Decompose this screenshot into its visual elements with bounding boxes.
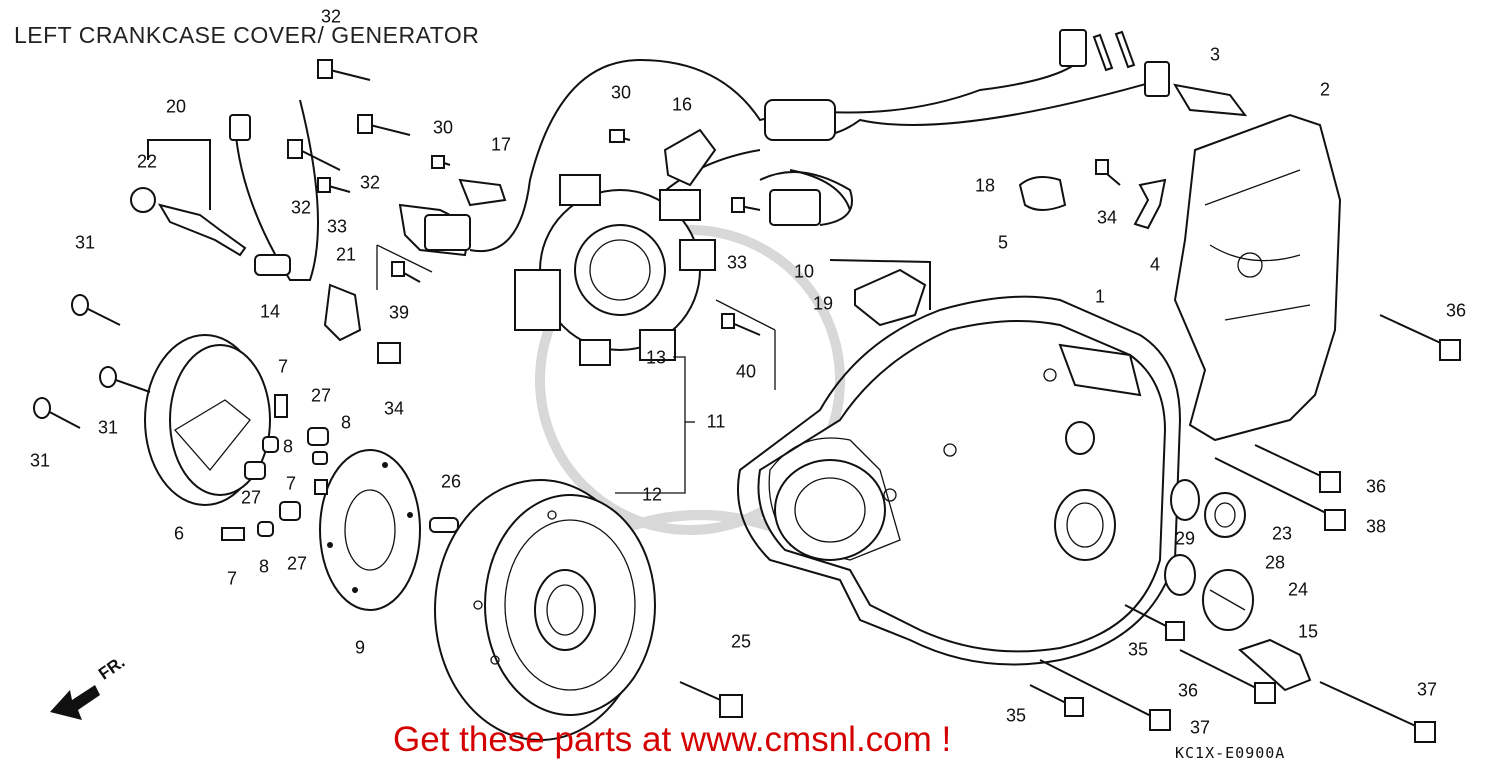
o-ring-part-28 — [1164, 554, 1196, 596]
callout-8c[interactable]: 8 — [258, 556, 270, 577]
diagram-code: KC1X-E0900A — [1175, 744, 1286, 762]
callout-10[interactable]: 10 — [793, 261, 815, 282]
crankcase-cover-part-1 — [757, 320, 1167, 653]
pulse-generator-part — [759, 171, 853, 226]
leader-10-19 — [829, 259, 931, 310]
part-3 — [1173, 83, 1248, 117]
grommet-part-18 — [1018, 175, 1067, 211]
callout-36a[interactable]: 36 — [1445, 300, 1467, 321]
callout-24[interactable]: 24 — [1287, 579, 1309, 600]
callout-39[interactable]: 39 — [388, 302, 410, 323]
callout-3[interactable]: 3 — [1209, 44, 1221, 65]
front-arrow-icon — [50, 685, 100, 720]
cap-part-23 — [1204, 492, 1246, 538]
starter-clutch-part — [144, 334, 271, 506]
leader-lines — [376, 244, 776, 494]
plate-part-21 — [323, 283, 362, 342]
callout-19[interactable]: 19 — [812, 293, 834, 314]
wire-harness — [469, 29, 1170, 253]
bolt-parts — [33, 59, 1461, 743]
callout-33a[interactable]: 33 — [326, 216, 348, 237]
callout-31c[interactable]: 31 — [29, 450, 51, 471]
clip-part-4 — [1133, 178, 1167, 230]
cap-parts — [1164, 479, 1254, 631]
callout-36c[interactable]: 36 — [1177, 680, 1199, 701]
callout-34b[interactable]: 34 — [1096, 207, 1118, 228]
callout-7c[interactable]: 7 — [226, 568, 238, 589]
callout-2[interactable]: 2 — [1319, 79, 1331, 100]
connector-part — [1059, 29, 1087, 67]
callout-21[interactable]: 21 — [335, 244, 357, 265]
callout-17[interactable]: 17 — [490, 134, 512, 155]
callout-14[interactable]: 14 — [259, 301, 281, 322]
callout-11[interactable]: 11 — [706, 411, 726, 432]
callout-16[interactable]: 16 — [671, 94, 693, 115]
callout-7a[interactable]: 7 — [277, 356, 289, 377]
callout-37a[interactable]: 37 — [1416, 679, 1438, 700]
dowel-pin-part — [429, 517, 459, 533]
callout-34a[interactable]: 34 — [383, 398, 405, 419]
callout-18[interactable]: 18 — [974, 175, 996, 196]
callout-4[interactable]: 4 — [1149, 254, 1161, 275]
plate-part-9 — [319, 449, 421, 611]
callout-31b[interactable]: 31 — [97, 417, 119, 438]
callout-26[interactable]: 26 — [440, 471, 462, 492]
callout-32a[interactable]: 32 — [320, 6, 342, 27]
callout-15[interactable]: 15 — [1297, 621, 1319, 642]
callout-9[interactable]: 9 — [354, 637, 366, 658]
callout-29[interactable]: 29 — [1174, 528, 1196, 549]
switch-cap-part-14 — [254, 254, 291, 276]
callout-40[interactable]: 40 — [735, 361, 757, 382]
callout-13[interactable]: 13 — [645, 347, 667, 368]
callout-38[interactable]: 38 — [1365, 516, 1387, 537]
callout-12[interactable]: 12 — [641, 484, 663, 505]
connector-part — [1144, 61, 1170, 97]
callout-31a[interactable]: 31 — [74, 232, 96, 253]
callout-30b[interactable]: 30 — [432, 117, 454, 138]
callout-8b[interactable]: 8 — [340, 412, 352, 433]
callout-6[interactable]: 6 — [173, 523, 185, 544]
stator-part — [514, 174, 716, 366]
neutral-switch-part — [130, 99, 362, 342]
callout-35b[interactable]: 35 — [1005, 705, 1027, 726]
callout-32b[interactable]: 32 — [359, 172, 381, 193]
grommet-part — [764, 99, 836, 141]
bracket-part-15 — [1238, 638, 1312, 692]
callout-27a[interactable]: 27 — [310, 385, 332, 406]
callout-28[interactable]: 28 — [1264, 552, 1286, 573]
flywheel-rotor-part — [434, 479, 656, 741]
callout-37b[interactable]: 37 — [1189, 717, 1211, 738]
callout-27c[interactable]: 27 — [286, 553, 308, 574]
callout-1[interactable]: 1 — [1094, 286, 1106, 307]
cover-part-2 — [1173, 113, 1342, 442]
callout-8a[interactable]: 8 — [282, 436, 294, 457]
diagram-title: LEFT CRANKCASE COVER/ GENERATOR — [14, 22, 480, 48]
o-ring-part-29 — [1170, 479, 1200, 521]
callout-25[interactable]: 25 — [730, 631, 752, 652]
callout-33b[interactable]: 33 — [726, 252, 748, 273]
block-part-19 — [854, 268, 927, 327]
callout-23[interactable]: 23 — [1271, 523, 1293, 544]
clamp-part-16 — [663, 128, 717, 187]
callout-27b[interactable]: 27 — [240, 487, 262, 508]
callout-35a[interactable]: 35 — [1127, 639, 1149, 660]
callout-30a[interactable]: 30 — [610, 82, 632, 103]
callout-36b[interactable]: 36 — [1365, 476, 1387, 497]
callout-20[interactable]: 20 — [165, 96, 187, 117]
callout-7b[interactable]: 7 — [285, 473, 297, 494]
callout-5[interactable]: 5 — [997, 232, 1009, 253]
roller-spring-parts — [221, 394, 459, 541]
promo-link[interactable]: Get these parts at www.cmsnl.com ! — [393, 720, 952, 759]
callout-32c[interactable]: 32 — [290, 197, 312, 218]
callout-22[interactable]: 22 — [136, 151, 158, 172]
